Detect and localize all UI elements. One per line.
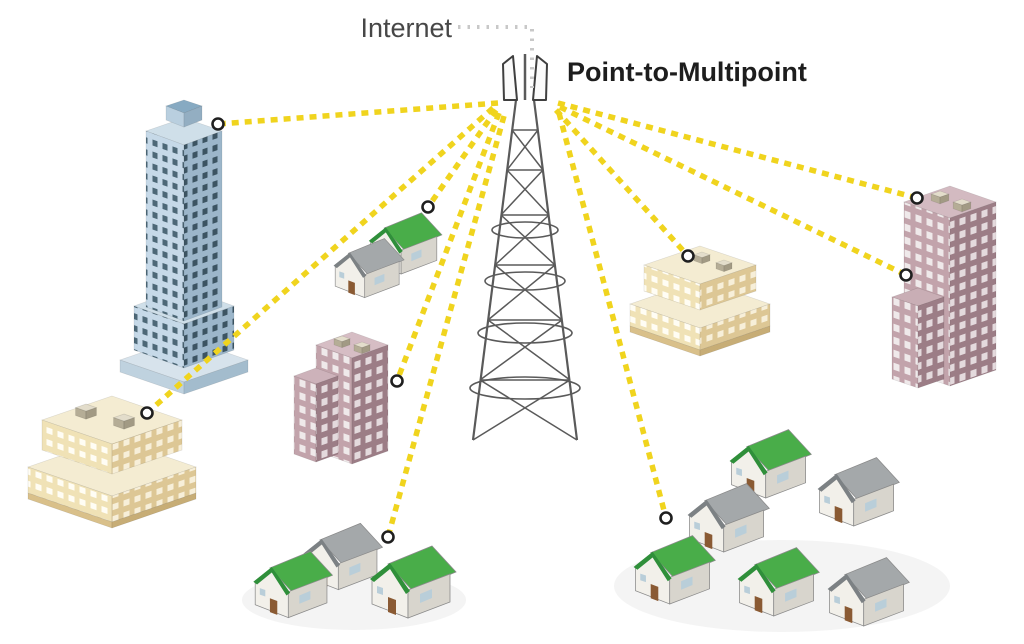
wireless-link-blue-skyscraper xyxy=(217,100,499,127)
antenna-endpoints xyxy=(140,117,924,544)
wireless-link-house-pair xyxy=(425,108,499,209)
wireless-link-mauve-tower-lower xyxy=(558,104,908,278)
building-mauve-midrise xyxy=(293,331,389,465)
building-mauve-tower xyxy=(891,185,997,389)
antenna-endpoint-blue-skyscraper xyxy=(211,117,225,131)
antenna-endpoint-tan-office-left xyxy=(140,406,154,420)
wireless-link-tan-office-right xyxy=(553,108,691,258)
internet-label: Internet xyxy=(360,13,452,43)
house-pair xyxy=(333,212,443,298)
antenna-endpoint-tan-office-right xyxy=(681,249,695,263)
antenna-panel-right xyxy=(532,55,548,101)
tower-legs xyxy=(471,99,579,441)
antenna-endpoint-houses-bottom-center xyxy=(381,530,395,544)
building-tan-office-left xyxy=(27,395,197,529)
antenna-endpoint-house-pair xyxy=(421,200,435,214)
tower-bracing xyxy=(472,129,578,441)
antenna-endpoint-mauve-tower-lower xyxy=(899,268,913,282)
antenna-endpoint-houses-bottom-right xyxy=(659,511,673,525)
houses-bottom-right xyxy=(633,429,910,627)
topology-label: Point-to-Multipoint xyxy=(567,57,807,87)
internet-feed-line xyxy=(458,25,534,88)
antenna-endpoint-mauve-midrise xyxy=(390,374,404,388)
building-blue-skyscraper xyxy=(119,99,249,395)
building-tan-office-right xyxy=(629,245,771,357)
wireless-links xyxy=(145,100,918,538)
wireless-link-houses-bottom-right xyxy=(556,112,669,519)
wireless-link-mauve-tower-upper xyxy=(557,100,918,201)
house-gray xyxy=(817,457,900,527)
antenna-panel-left xyxy=(502,55,518,101)
antenna-endpoint-mauve-tower-upper xyxy=(910,191,924,205)
radio-tower xyxy=(469,54,581,441)
wireless-link-mauve-midrise xyxy=(394,112,502,382)
